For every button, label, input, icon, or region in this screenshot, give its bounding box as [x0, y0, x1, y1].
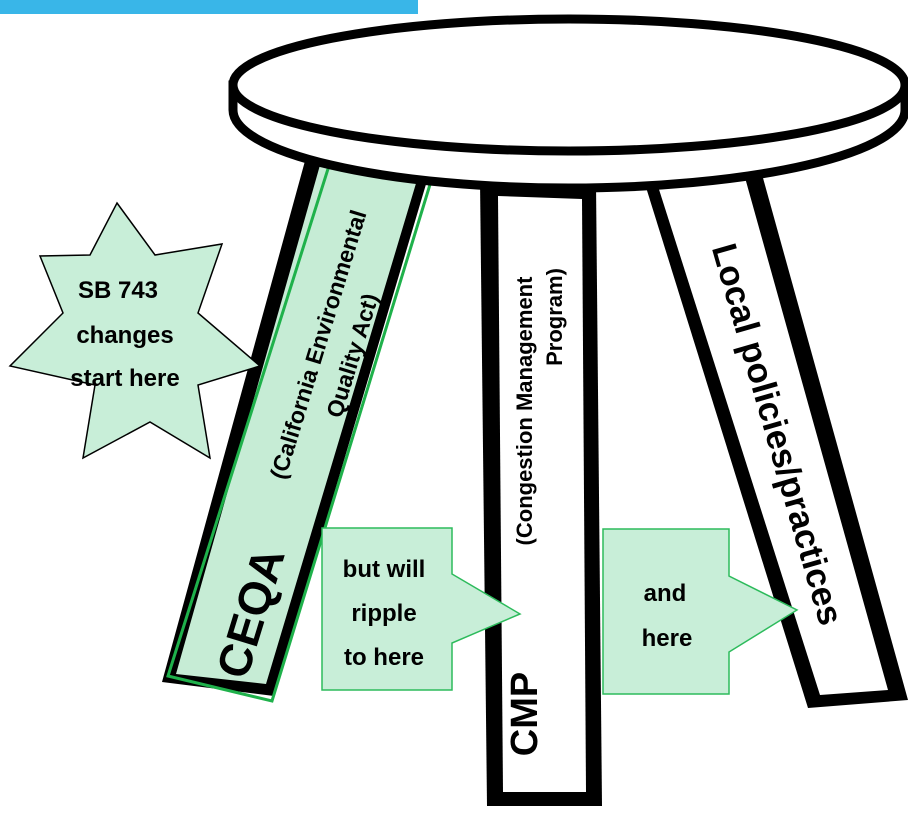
ripple-callout: but will ripple to here [321, 527, 522, 691]
cmp-acronym: CMP [504, 672, 546, 756]
star-callout-line3: start here [70, 365, 179, 392]
top-accent-bar [0, 0, 418, 14]
cmp-full-name-line2: Program) [542, 268, 567, 366]
ripple-callout-line3: to here [344, 644, 424, 671]
leg-local [640, 160, 908, 708]
cmp-full-name-line1: (Congestion Management [512, 276, 537, 546]
star-callout: SB 743 changes start here [8, 201, 262, 460]
and-here-callout: and here [602, 528, 799, 695]
star-callout-line2: changes [76, 322, 173, 349]
ripple-callout-line2: ripple [351, 600, 416, 627]
leg-cmp [480, 180, 602, 806]
ripple-callout-line1: but will [343, 556, 426, 583]
star-callout-line1: SB 743 [78, 277, 158, 304]
stool-seat [228, 14, 908, 193]
and-here-callout-line2: here [642, 625, 693, 652]
and-here-callout-line1: and [644, 580, 687, 607]
